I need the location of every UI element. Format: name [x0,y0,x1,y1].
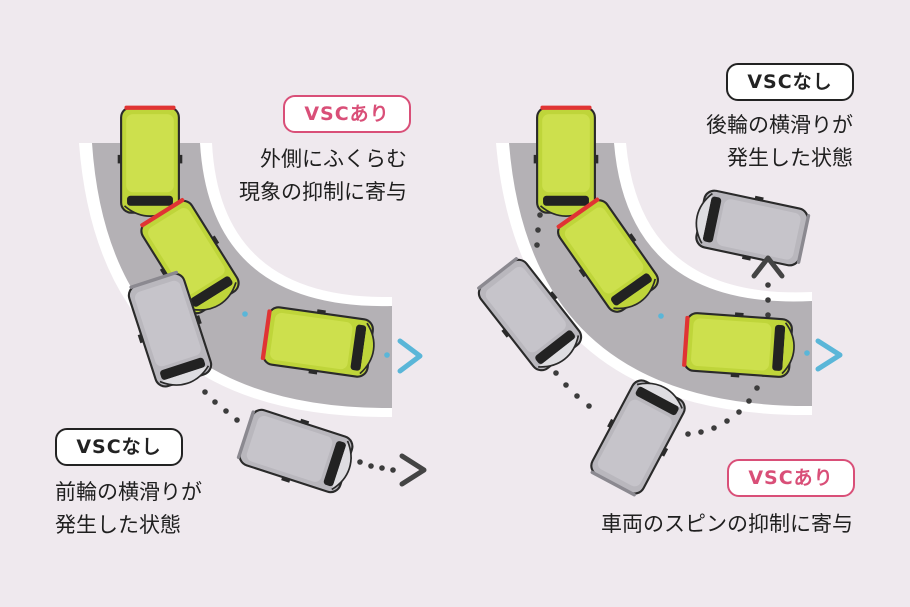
green-car-icon [532,104,600,218]
chevron-right-icon [399,453,427,487]
chevron-up-icon [751,255,785,279]
right-dotted-path-no-vsc [534,197,771,437]
right-vsc-off-caption: 後輪の横滑りが 発生した状態 [706,109,853,175]
green-car-icon [116,104,184,218]
caption-line: 前輪の横滑りが [55,480,202,504]
right-vsc-on-caption: 車両のスピンの抑制に寄与 [601,512,853,536]
left-vsc-on-caption: 外側にふくらむ 現象の抑制に寄与 [239,143,407,209]
gray-car-icon [233,402,361,501]
caption-line: 後輪の横滑りが [706,113,853,137]
chevron-right-icon [397,338,423,374]
left-vsc-off-caption: 前輪の横滑りが 発生した状態 [55,476,202,542]
caption-line: 外側にふくらむ [260,147,407,171]
gray-car-icon [689,183,814,273]
caption-line: 発生した状態 [727,146,853,170]
left-vsc-on-badge: VSCあり [283,95,411,133]
caption-line: 発生した状態 [55,513,181,537]
left-vsc-off-badge: VSCなし [55,428,183,466]
right-vsc-on-badge: VSCあり [727,459,855,497]
caption-line: 現象の抑制に寄与 [239,180,407,204]
green-car-icon [680,307,798,383]
chevron-right-icon [815,338,843,372]
right-vsc-off-badge: VSCなし [726,63,854,101]
